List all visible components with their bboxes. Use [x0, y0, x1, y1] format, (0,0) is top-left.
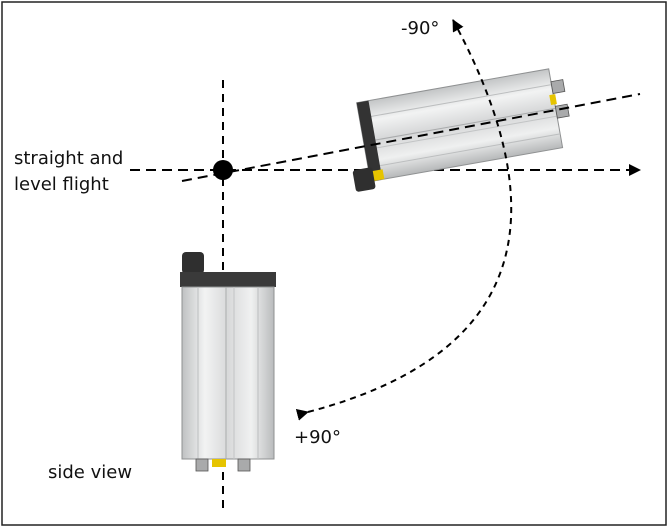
plus-90-label: +90° [294, 427, 341, 448]
device-side-view [180, 252, 276, 472]
straight-level-label-line2: level flight [14, 174, 109, 195]
rotation-arc [295, 19, 513, 421]
side-view-label: side view [48, 462, 132, 483]
pivot-point [213, 160, 233, 180]
straight-level-label-line1: straight and [14, 148, 123, 169]
minus-90-label: -90° [401, 18, 439, 39]
